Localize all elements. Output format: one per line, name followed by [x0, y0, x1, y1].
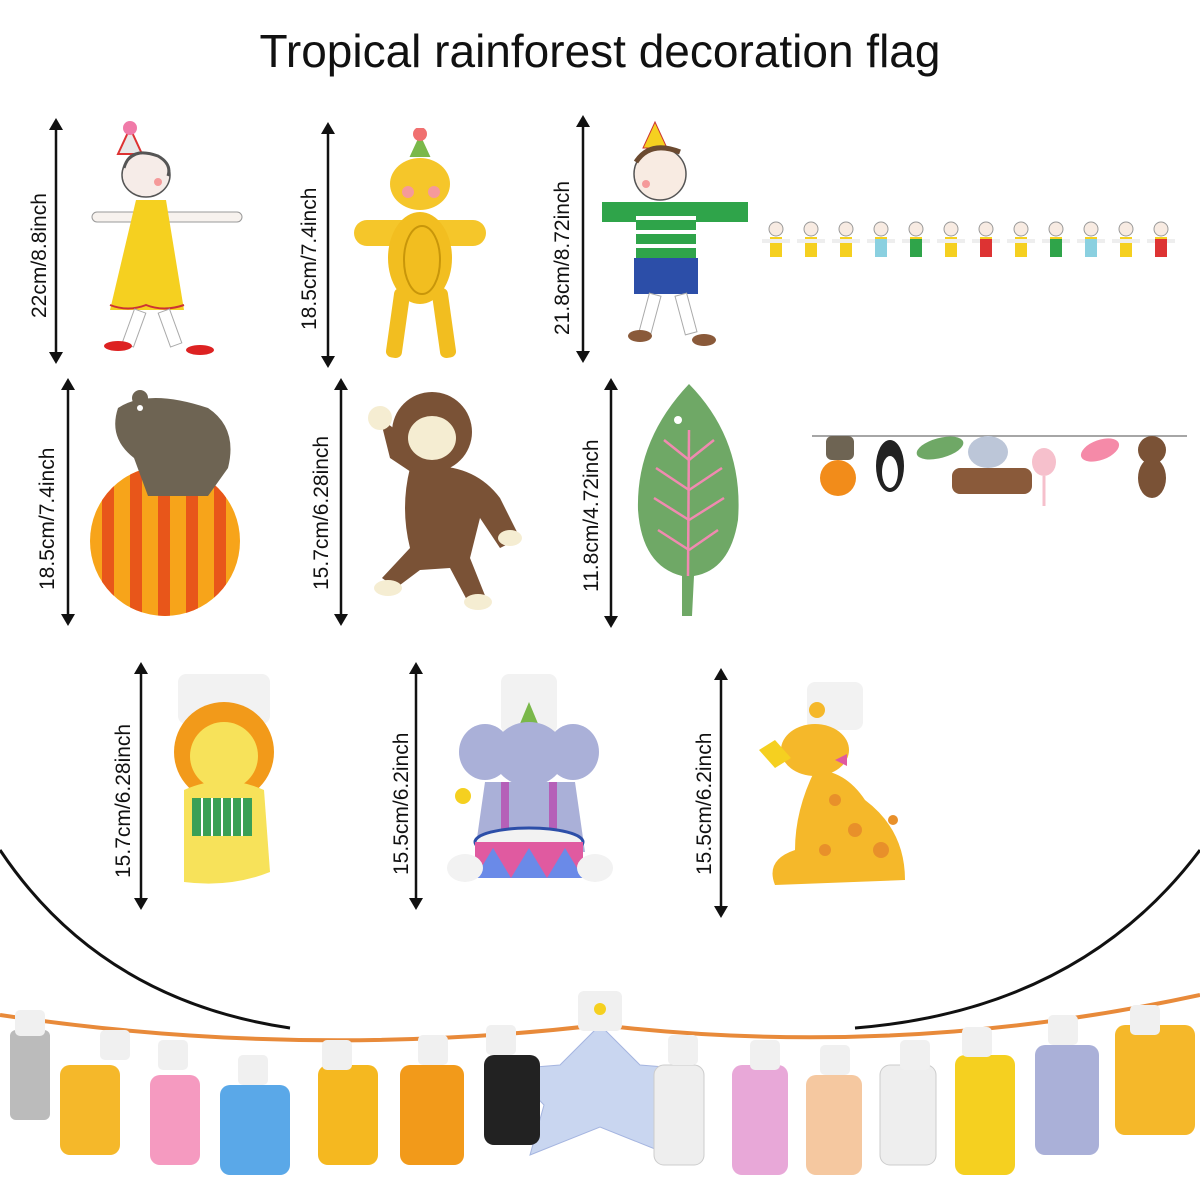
giraffe-trumpet-figure — [759, 682, 905, 885]
dimension-label-cat: 18.5cm/7.4inch — [298, 187, 321, 330]
bear-on-ball-figure — [90, 390, 240, 616]
dimension-label-girl: 22cm/8.8inch — [28, 193, 51, 318]
dimension-label-bear: 18.5cm/7.4inch — [36, 447, 59, 590]
cat-figure — [354, 128, 486, 358]
dimension-label-monkey: 15.7cm/6.28inch — [310, 435, 333, 590]
boy-figure — [602, 120, 748, 346]
elephant-drum-figure — [447, 674, 613, 882]
dimension-arrow-giraffe — [714, 668, 728, 918]
dimension-label-leaf: 11.8cm/4.72inch — [580, 439, 603, 592]
dimension-arrow-cat — [321, 122, 335, 368]
bottom-animal-garland — [0, 991, 1200, 1175]
dimension-arrow-lion — [134, 662, 148, 910]
dimension-arrow-bear — [61, 378, 75, 626]
girl-figure — [91, 121, 243, 355]
animal-garland-preview — [812, 435, 1187, 506]
lion-accordion-figure — [174, 674, 274, 884]
dimension-arrow-boy — [576, 115, 590, 363]
dimension-label-boy: 21.8cm/8.72inch — [551, 180, 574, 335]
people-garland-preview — [762, 221, 1176, 258]
dimension-arrow-monkey — [334, 378, 348, 626]
magnifier-arc — [0, 849, 1200, 1030]
dimension-arrow-girl — [49, 118, 63, 364]
page-title: Tropical rainforest decoration flag — [259, 25, 941, 77]
leaf-figure — [637, 384, 739, 616]
dimension-arrow-leaf — [604, 378, 618, 628]
dimension-arrow-elephant — [409, 662, 423, 910]
monkey-figure — [368, 392, 522, 610]
